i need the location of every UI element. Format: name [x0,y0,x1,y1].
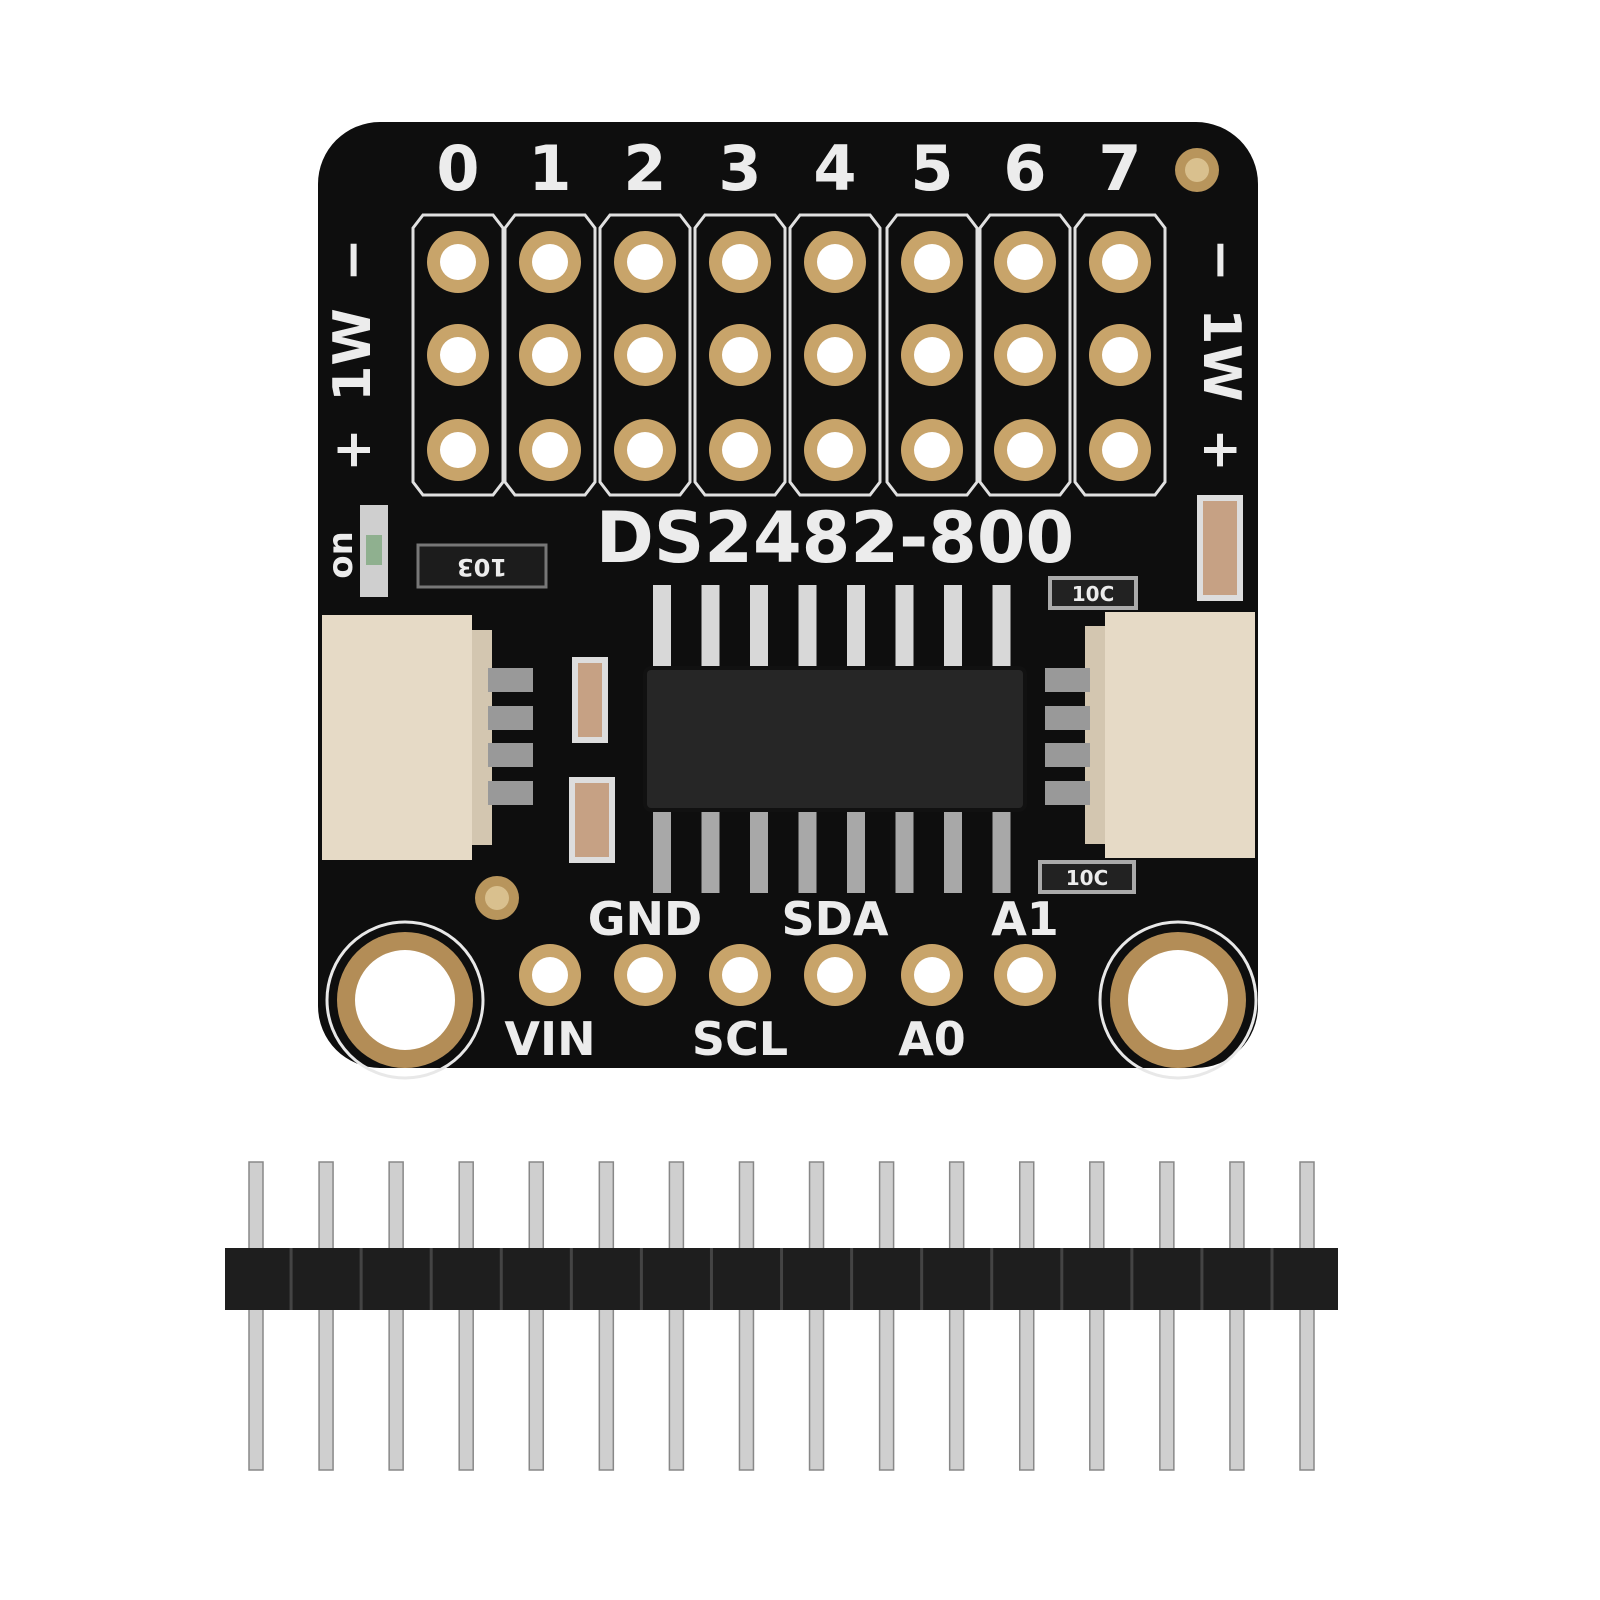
capacitor [572,657,608,743]
pin-header [225,1161,1338,1471]
ic-pin [750,808,768,893]
resistor-code: 10C [1066,866,1109,890]
svg-text:−: − [323,238,383,282]
ic-pin [847,585,865,670]
pin-label-gnd: GND [588,892,702,946]
ic-pin [798,808,817,893]
pin-label-vin: VIN [504,1012,595,1066]
header-pin [1089,1161,1105,1471]
header-pin [598,1161,615,1471]
header-pin [458,1161,474,1471]
resistor [1038,860,1136,894]
ic-pin [701,585,720,670]
connector-pin [488,781,533,805]
header-pin [1159,1161,1175,1471]
pin-label-a0: A0 [898,1012,966,1066]
header-pin [1229,1161,1245,1471]
ic-pin [895,808,914,893]
ic-pin [944,808,962,893]
capacitor [569,777,615,863]
mount-hole-right [1098,920,1258,1080]
channel-7: 7 [1073,132,1167,497]
channel-6: 6 [978,132,1072,497]
header-pin [528,1161,545,1471]
svg-text:1W: 1W [323,308,383,402]
channel-label: 4 [813,132,856,205]
ic-chip [643,666,1027,812]
ic-pin [653,585,671,670]
mount-hole-left [325,920,485,1080]
resistor [1048,576,1138,610]
ic-pin [847,808,865,893]
pin-label-sda: SDA [782,892,889,946]
channel-label: 7 [1098,132,1141,205]
header-pin [1299,1161,1315,1471]
channel-0: 0 [411,132,505,497]
connector-pin [1045,743,1090,767]
connector-pin [488,743,533,767]
connector-pin [1045,781,1090,805]
header-pin [668,1161,685,1471]
led-label: on [321,531,361,579]
ic-pin [895,585,914,670]
channel-label: 2 [623,132,666,205]
ic-pin [798,585,817,670]
header-pin [248,1161,264,1471]
header-pin [738,1161,755,1471]
ic-pin [653,808,671,893]
channel-label: 5 [910,132,953,205]
header-pin [948,1161,965,1471]
stemma-connector-left [322,615,492,860]
ic-pin [750,585,768,670]
header-pin [318,1161,334,1471]
channel-label: 0 [436,132,479,205]
channel-label: 6 [1003,132,1046,205]
header-pin [1018,1161,1035,1471]
header-pin [388,1161,404,1471]
channel-4: 4 [788,132,882,497]
pin-label-a1: A1 [991,892,1059,946]
channel-label: 3 [718,132,761,205]
ic-pin [944,585,962,670]
channel-2: 2 [598,132,692,497]
side-label-left: + 1W − [323,238,383,472]
resistor-code: 10C [1072,582,1115,606]
channel-label: 1 [528,132,571,205]
channel-3: 3 [693,132,787,497]
resistor-array [416,543,548,589]
ic-pin [992,585,1011,670]
resistor-array-code: 103 [457,553,507,581]
svg-text:+: + [323,428,383,472]
board-title: DS2482-800 [596,497,1075,579]
connector-pin [1045,706,1090,730]
svg-text:1W: 1W [1191,308,1251,402]
connector-pin [1045,668,1090,692]
pin-label-scl: SCL [692,1012,788,1066]
svg-text:+: + [1191,428,1251,472]
side-label-right: − 1W + [1191,238,1251,472]
stemma-connector-right [1085,612,1255,858]
header-pin [878,1161,895,1471]
connector-pin [488,668,533,692]
header-pin [808,1161,825,1471]
ic-pin [992,808,1011,893]
svg-text:−: − [1191,238,1251,282]
channel-1: 1 [503,132,597,497]
ic-pin [701,808,720,893]
connector-pin [488,706,533,730]
capacitor [1197,495,1243,601]
channel-5: 5 [885,132,979,497]
